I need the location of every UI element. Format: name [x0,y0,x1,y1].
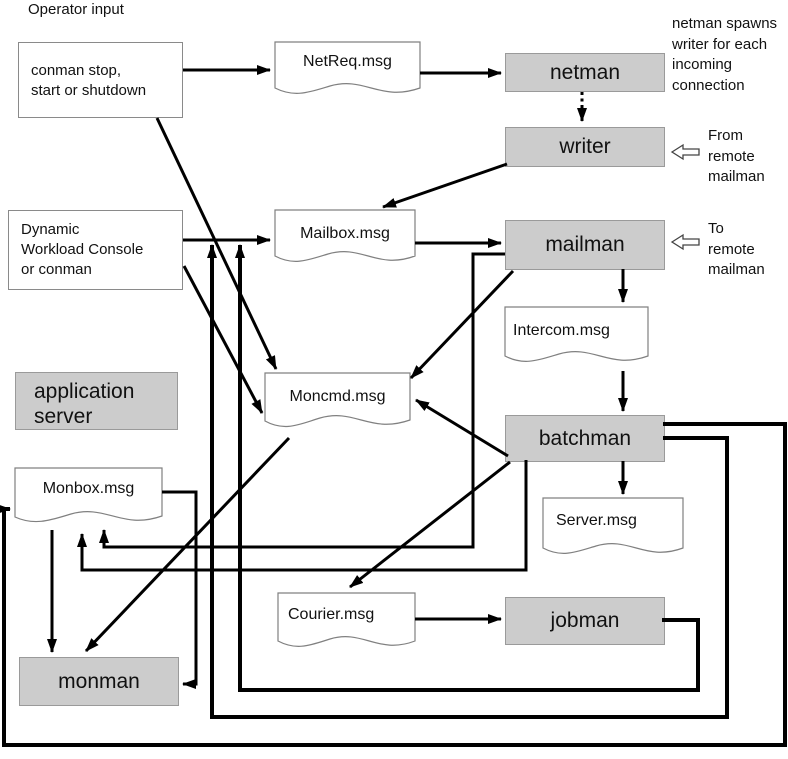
mailbox-msg-label: Mailbox.msg [300,225,390,242]
to-remote-mailman-note: To remote mailman [708,220,765,279]
monman-process-box: monman [19,657,179,706]
conman-command-box: conman stop, start or shutdown [18,42,183,118]
to-remote-arrow-icon [670,233,700,251]
monbox-msg-label: Monbox.msg [42,480,135,497]
server-msg-label: Server.msg [556,512,637,529]
arrow-writer-to-mailbox [382,162,508,209]
courier-msg-label: Courier.msg [288,606,375,623]
netman-spawns-note: netman spawns writer for each incoming c… [672,15,778,95]
dynamic-workload-console-box: Dynamic Workload Console or conman [8,210,183,290]
batchman-process-box: batchman [505,415,665,462]
mailman-process-box: mailman [505,220,665,270]
arrow-dwc-to-moncmd [182,265,264,414]
arrow-batchman-to-mailbox-loop [207,244,729,719]
from-remote-mailman-note: From remote mailman [708,127,765,186]
arrow-monbox-to-monman-right [162,490,198,689]
arrow-batchman-to-courier [349,460,511,589]
operator-input-label: Operator input [28,1,124,18]
arrow-moncmd-to-monman [84,436,291,653]
jobman-process-box: jobman [505,597,665,645]
moncmd-msg-label: Moncmd.msg [289,388,386,405]
netreq-msg-label: NetReq.msg [303,53,392,70]
netman-process-box: netman [505,53,665,92]
from-remote-arrow-icon [670,143,700,161]
intercom-msg-label: Intercom.msg [513,322,610,339]
arrow-mailman-to-moncmd [409,269,515,380]
arrow-batchman-to-moncmd [415,398,509,458]
arrow-batchman-to-monbox [77,460,528,572]
application-server-box: application server [15,372,178,430]
writer-process-box: writer [505,127,665,167]
